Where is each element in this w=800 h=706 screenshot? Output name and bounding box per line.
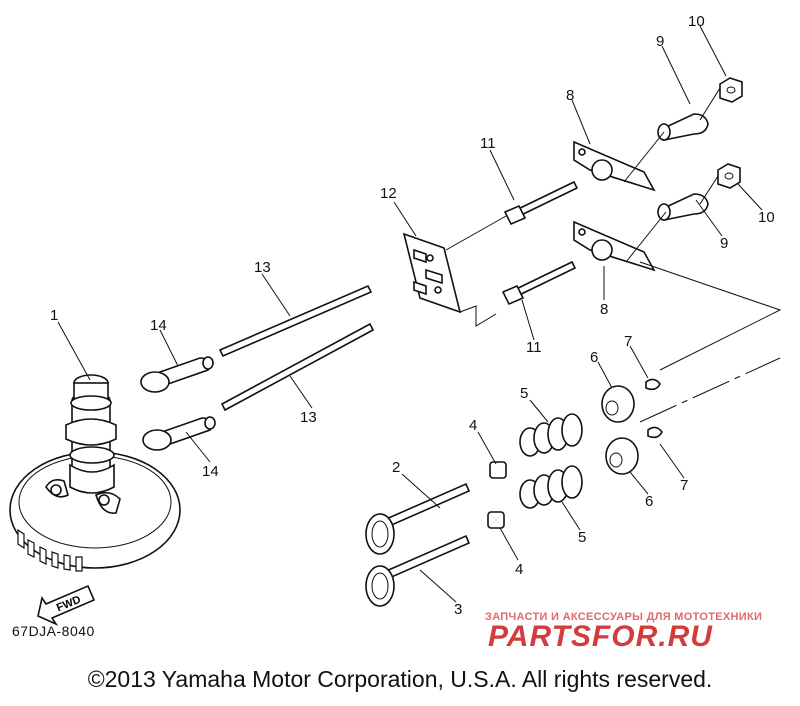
push-rods [218,284,375,412]
callout-10b: 10 [758,209,775,226]
fwd-arrow-icon: FWD [37,584,96,626]
callout-8b: 8 [600,301,608,318]
callout-9a: 9 [656,33,664,50]
callout-1: 1 [50,307,58,324]
callout-6a: 6 [590,349,598,366]
push-rod-guide [402,232,462,314]
callout-5b: 5 [578,529,586,546]
callout-12: 12 [380,185,397,202]
camshaft-assembly [9,374,181,572]
callout-7b: 7 [680,477,688,494]
callout-9b: 9 [720,235,728,252]
callout-13a: 13 [254,259,271,276]
callout-11b: 11 [526,339,542,356]
valve-cotters [645,378,663,439]
assembly-lines [445,87,782,423]
valve-lifters [140,356,216,451]
spring-retainers [601,385,639,475]
rocker-arms [573,140,656,272]
callout-10a: 10 [688,13,705,30]
callout-2: 2 [392,459,400,476]
valve-stem-seals [487,461,507,529]
callout-14a: 14 [150,317,167,334]
callout-13b: 13 [300,409,317,426]
callout-7a: 7 [624,333,632,350]
valves [365,482,471,607]
callout-numbers: 1 2 3 4 4 5 5 6 6 7 7 8 8 9 9 10 10 11 1… [50,13,775,618]
callout-11a: 11 [480,135,496,152]
callout-6b: 6 [645,493,653,510]
copyright-notice: ©2013 Yamaha Motor Corporation, U.S.A. A… [87,666,713,692]
watermark-brand: PARTSFOR.RU [488,620,713,653]
callout-14b: 14 [202,463,219,480]
rocker-studs [501,180,579,306]
callout-3: 3 [454,601,462,618]
leader-lines [57,25,763,603]
callout-4b: 4 [515,561,523,578]
diagram-reference-code: 67DJA-8040 [12,623,95,639]
callout-5a: 5 [520,385,528,402]
valve-springs [519,413,583,509]
pivot-nuts [717,77,743,189]
callout-8a: 8 [566,87,574,104]
watermark-tagline: ЗАПЧАСТИ И АКСЕССУАРЫ ДЛЯ МОТОТЕХНИКИ [485,611,763,623]
callout-4a: 4 [469,417,477,434]
